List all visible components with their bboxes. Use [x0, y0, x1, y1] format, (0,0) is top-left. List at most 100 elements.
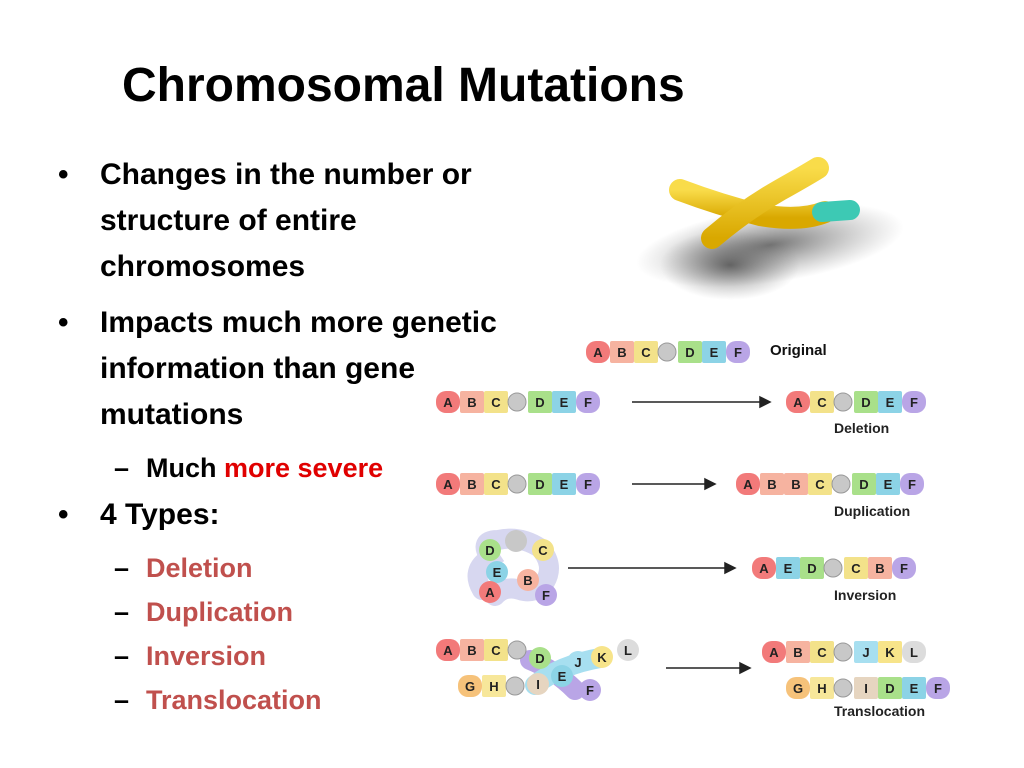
segment-c: [810, 641, 834, 663]
segment-c: [484, 473, 508, 495]
segment-label: A: [759, 561, 769, 576]
segment-label: D: [685, 345, 694, 360]
segment-label: D: [859, 477, 868, 492]
segment-f: [576, 391, 600, 413]
segment-label: C: [815, 477, 825, 492]
segment-label: C: [817, 645, 827, 660]
trans-bead-e: [551, 665, 573, 687]
inv-bead-b: [517, 569, 539, 591]
segment-label: E: [910, 681, 919, 696]
segment-b: [460, 473, 484, 495]
segment-a: [752, 557, 776, 579]
segment-label: B: [523, 573, 532, 588]
caption-translocation: Translocation: [834, 703, 926, 719]
trans-bead-d: [529, 647, 551, 669]
bullet-types: 4 Types:: [58, 492, 518, 538]
centromere-bead: [833, 678, 853, 698]
segment-label: F: [900, 561, 908, 576]
segment-b: [786, 641, 810, 663]
segment-label: E: [710, 345, 719, 360]
original-label: Original: [770, 342, 827, 359]
segment-label: I: [536, 677, 540, 692]
bullet-changes: Changes in the number or structure of en…: [58, 152, 518, 290]
centromere-bead: [507, 640, 527, 660]
segment-e: [552, 391, 576, 413]
segment-b: [610, 341, 634, 363]
segment-label: D: [807, 561, 816, 576]
trans-bead-l: [617, 639, 639, 661]
segment-label: F: [584, 477, 592, 492]
segment-e: [776, 557, 800, 579]
segment-label: H: [489, 679, 498, 694]
segment-label: F: [584, 395, 592, 410]
segment-a: [586, 341, 610, 363]
segment-b: [760, 473, 784, 495]
centromere-bead: [831, 474, 851, 494]
segment-i: [854, 677, 878, 699]
trans-bead-i: [527, 673, 549, 695]
bullet-impacts: Impacts much more genetic information th…: [58, 300, 518, 438]
segment-label: E: [884, 477, 893, 492]
segment-a: [736, 473, 760, 495]
type-translocation: Translocation: [100, 680, 518, 720]
segment-label: B: [467, 643, 476, 658]
segment-label: C: [491, 643, 501, 658]
segment-d: [854, 391, 878, 413]
segment-b: [784, 473, 808, 495]
segment-label: D: [885, 681, 894, 696]
segment-e: [702, 341, 726, 363]
segment-label: G: [465, 679, 475, 694]
segment-label: B: [767, 477, 776, 492]
segment-f: [726, 341, 750, 363]
segment-a: [436, 639, 460, 661]
segment-c: [808, 473, 832, 495]
slide-title: Chromosomal Mutations: [122, 59, 685, 112]
segment-b: [460, 639, 484, 661]
segment-label: E: [784, 561, 793, 576]
trans-bead-j: [567, 651, 589, 673]
segment-h: [482, 675, 506, 697]
segment-label: C: [817, 395, 827, 410]
centromere-bead: [823, 558, 843, 578]
segment-label: B: [617, 345, 626, 360]
segment-label: D: [861, 395, 870, 410]
segment-e: [902, 677, 926, 699]
segment-label: D: [485, 543, 494, 558]
type-deletion: Deletion: [100, 548, 518, 588]
segment-label: E: [886, 395, 895, 410]
inv-bead-a: [479, 581, 501, 603]
segment-label: D: [535, 477, 544, 492]
segment-label: A: [793, 395, 803, 410]
segment-label: J: [862, 645, 869, 660]
segment-f: [900, 473, 924, 495]
centromere-bead: [833, 642, 853, 662]
segment-label: A: [743, 477, 753, 492]
segment-j: [854, 641, 878, 663]
segment-label: B: [793, 645, 802, 660]
caption-inversion: Inversion: [834, 587, 897, 603]
segment-k: [878, 641, 902, 663]
trans-bead-k: [591, 646, 613, 668]
segment-label: E: [560, 477, 569, 492]
type-duplication: Duplication: [100, 592, 518, 632]
type-inversion: Inversion: [100, 636, 518, 676]
segment-label: B: [791, 477, 800, 492]
segment-c: [844, 557, 868, 579]
segment-a: [436, 391, 460, 413]
segment-label: C: [491, 477, 501, 492]
segment-label: F: [908, 477, 916, 492]
segment-d: [800, 557, 824, 579]
segment-a: [436, 473, 460, 495]
segment-f: [892, 557, 916, 579]
segment-label: L: [624, 643, 632, 658]
segment-d: [878, 677, 902, 699]
segment-f: [576, 473, 600, 495]
